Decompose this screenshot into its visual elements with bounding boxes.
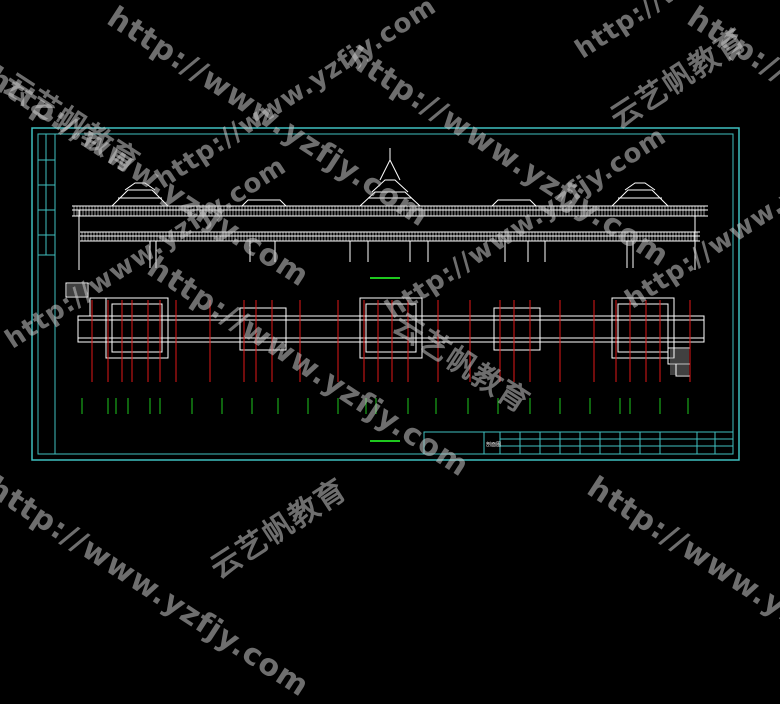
title-block-label: 剖面图 (486, 441, 501, 448)
canvas-background (0, 0, 780, 586)
plan-grid-green (81, 398, 689, 414)
elevation-hatch (73, 206, 705, 241)
title-block (423, 431, 734, 455)
cad-drawing-canvas[interactable]: 剖面图 (0, 0, 780, 586)
sheet-frame (31, 127, 740, 461)
plan-stair-hatch (67, 284, 689, 375)
corridor-plan (65, 282, 705, 377)
plan-grid-red (91, 300, 691, 382)
